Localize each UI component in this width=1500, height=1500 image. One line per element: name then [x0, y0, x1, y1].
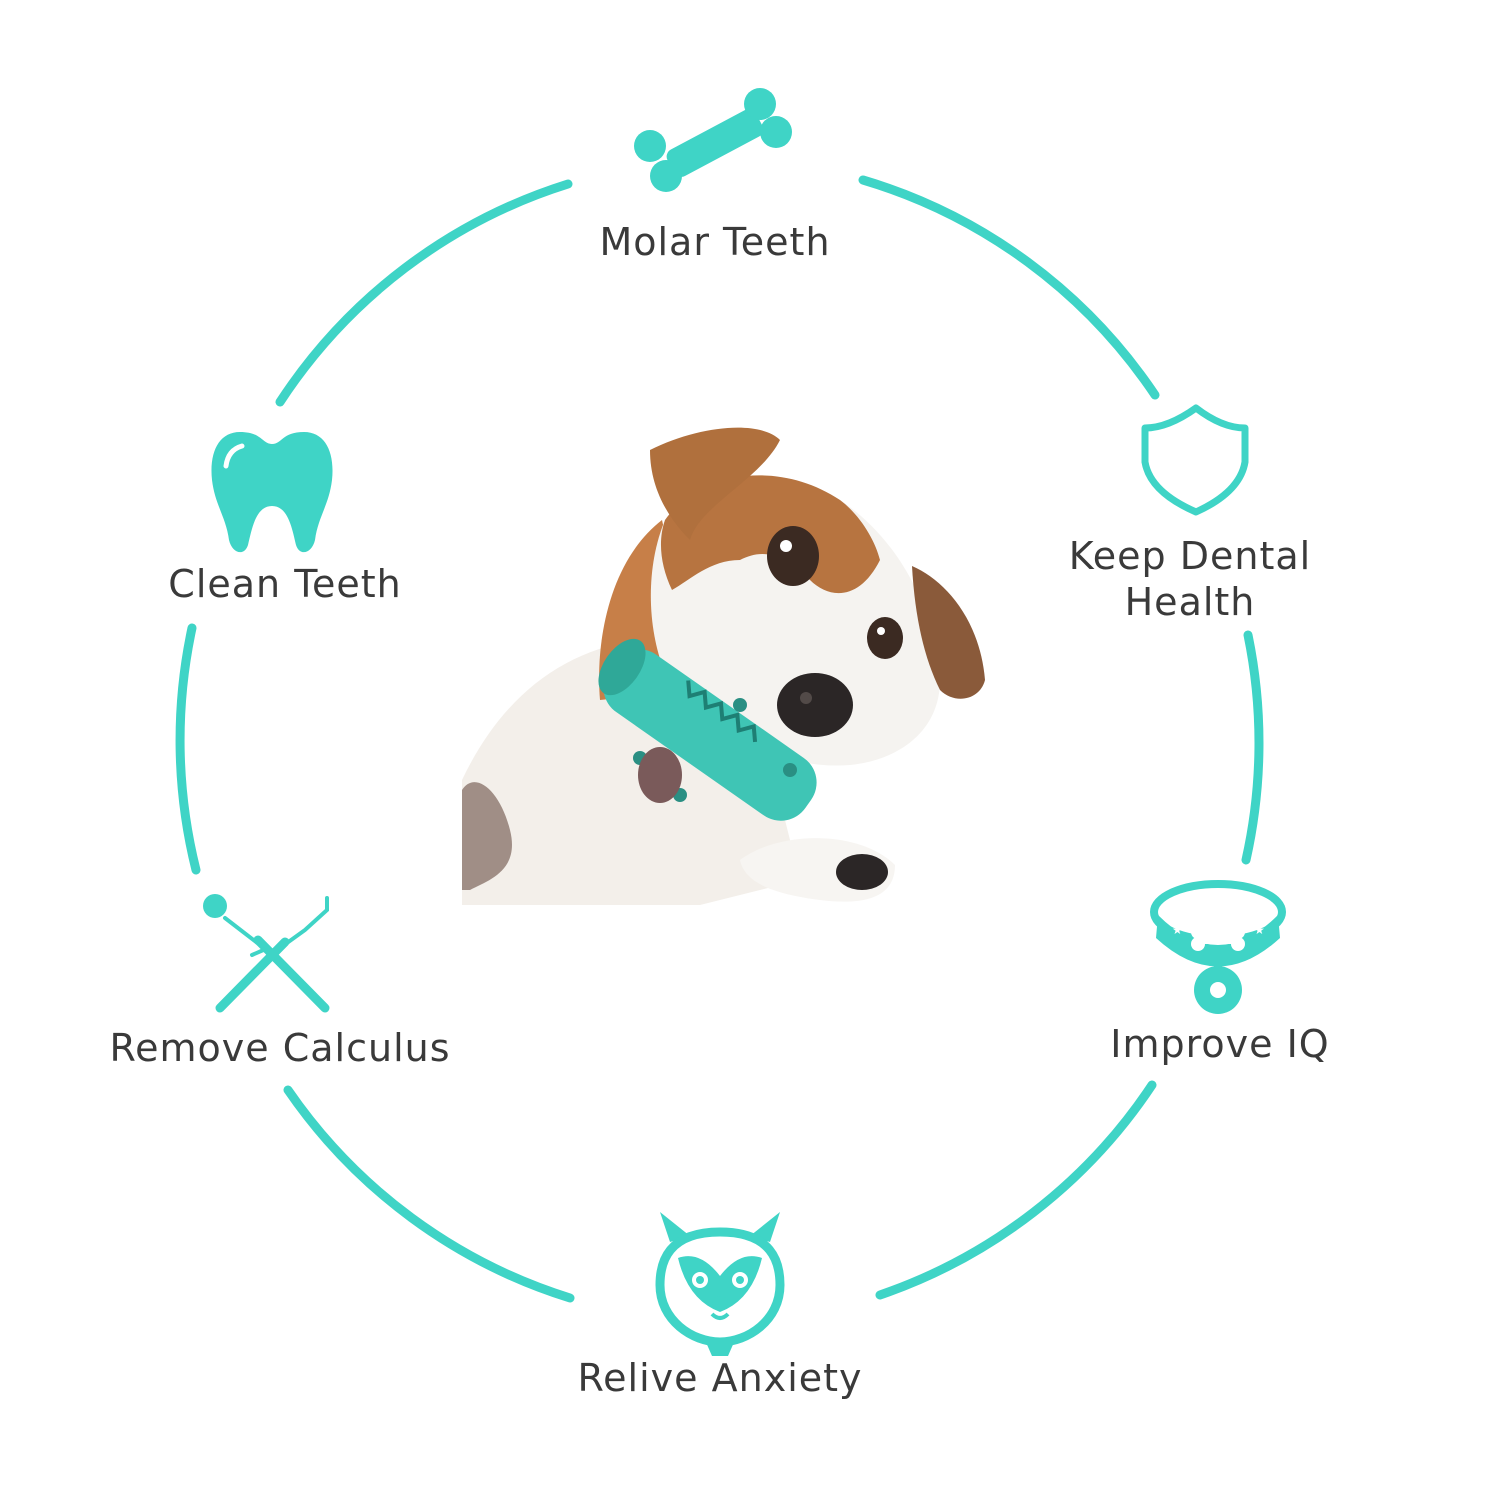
label-molar-teeth: Molar Teeth [555, 220, 875, 266]
ring-arc-bottom-right [875, 1080, 1157, 1300]
keep-dental-health-line-2: Health [1124, 579, 1256, 624]
label-clean-teeth: Clean Teeth [135, 562, 435, 608]
collar-icon: ★ ★ [1150, 880, 1286, 1014]
remove-calculus-text: Remove Calculus [109, 1026, 451, 1070]
keep-dental-health-line-1: Keep Dental [1068, 534, 1312, 578]
svg-text:★: ★ [1254, 923, 1265, 937]
label-improve-iq: Improve IQ [1070, 1022, 1370, 1068]
shield-icon [1141, 404, 1249, 516]
label-remove-calculus: Remove Calculus [90, 1026, 470, 1072]
relive-anxiety-text: Relive Anxiety [577, 1356, 863, 1400]
label-relive-anxiety: Relive Anxiety [540, 1356, 900, 1402]
ring-arc-right [1241, 630, 1264, 865]
molar-teeth-text: Molar Teeth [599, 220, 831, 264]
dog-photo [462, 427, 985, 905]
dog-face-icon [655, 1212, 785, 1356]
label-keep-dental-health: Keep Dental Health [1040, 534, 1340, 625]
chew-toy [598, 638, 817, 821]
ring-arc-top-right [858, 175, 1160, 400]
clean-teeth-text: Clean Teeth [168, 562, 402, 606]
svg-text:★: ★ [1172, 923, 1183, 937]
ring-arc-top-left [275, 179, 573, 407]
bone-icon [634, 88, 792, 192]
dental-tools-icon [203, 894, 330, 1013]
ring-arc-bottom-left [283, 1085, 575, 1303]
improve-iq-text: Improve IQ [1110, 1022, 1330, 1066]
tooth-icon [211, 432, 333, 553]
circle-ring [175, 175, 1264, 1303]
ring-arc-left [175, 623, 201, 875]
